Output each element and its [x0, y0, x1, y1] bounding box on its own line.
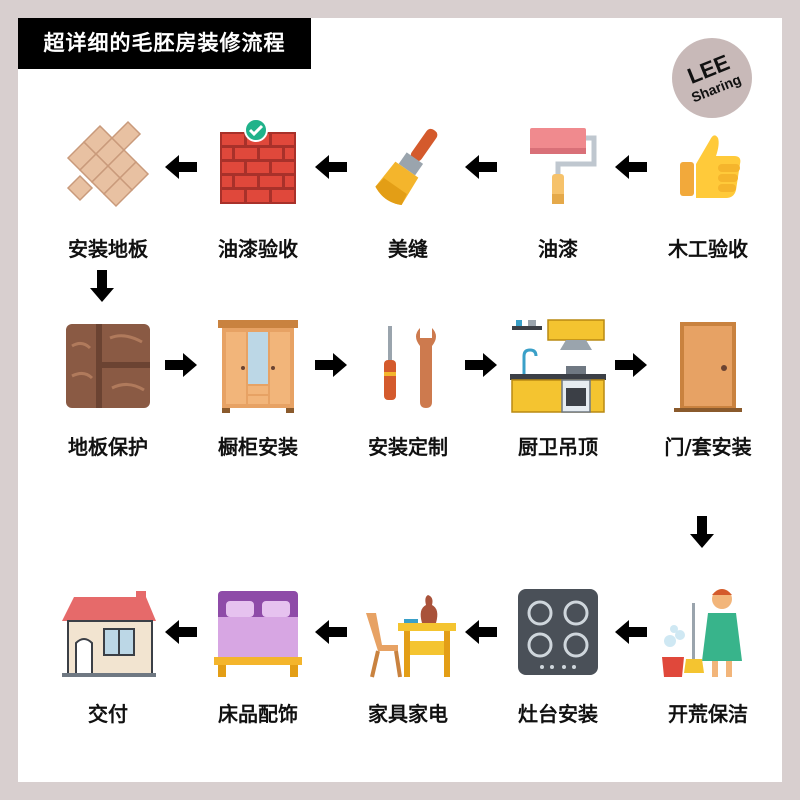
step-label: 木工验收	[668, 237, 748, 261]
arrow-down-icon	[90, 270, 114, 302]
step-label: 交付	[88, 702, 128, 726]
step-furniture-appliances: 家具家电	[338, 583, 478, 733]
step-label: 床品配饰	[218, 702, 298, 726]
step-cooktop-installation: 灶台安装	[488, 583, 628, 733]
step-floor-protection: 地板保护	[38, 316, 178, 466]
cooktop-icon	[518, 589, 598, 675]
kitchen-icon	[510, 319, 606, 413]
page-title: 超详细的毛胚房装修流程	[18, 18, 311, 69]
step-handover: 交付	[38, 583, 178, 733]
arrow-left-icon	[165, 620, 197, 644]
lee-sharing-logo: LEE Sharing	[672, 38, 752, 118]
thumbs-up-icon	[680, 135, 741, 198]
arrow-right-icon	[465, 353, 497, 377]
house-icon	[62, 591, 156, 677]
step-label: 油漆验收	[218, 237, 298, 261]
arrow-left-icon	[615, 155, 647, 179]
step-paint-inspection: 油漆验收	[188, 118, 328, 268]
step-cabinet-installation: 橱柜安装	[188, 316, 328, 466]
step-label: 厨卫吊顶	[518, 435, 598, 459]
bed-icon	[214, 591, 302, 677]
step-painting: 油漆	[488, 118, 628, 268]
arrow-left-icon	[315, 155, 347, 179]
step-custom-installation: 安装定制	[338, 316, 478, 466]
step-floor-installation: 安装地板	[38, 118, 178, 268]
arrow-left-icon	[465, 620, 497, 644]
step-label: 橱柜安装	[218, 435, 298, 459]
screwdriver-wrench-icon	[384, 326, 436, 408]
step-label: 家具家电	[368, 702, 448, 726]
parquet-floor-icon	[66, 120, 150, 208]
step-carpentry-inspection: 木工验收	[638, 118, 778, 268]
brick-wall-check-icon	[220, 118, 296, 204]
step-label: 灶台安装	[518, 702, 598, 726]
door-icon	[674, 322, 742, 412]
arrow-left-icon	[615, 620, 647, 644]
arrow-down-icon	[690, 516, 714, 548]
step-label: 开荒保洁	[668, 702, 748, 726]
step-kitchen-bath-ceiling: 厨卫吊顶	[488, 316, 628, 466]
step-grout: 美缝	[338, 118, 478, 268]
step-deep-cleaning: 开荒保洁	[638, 583, 778, 733]
step-label: 地板保护	[68, 435, 148, 459]
paint-brush-icon	[375, 128, 438, 206]
step-bedding-accessories: 床品配饰	[188, 583, 328, 733]
paint-roller-icon	[530, 128, 597, 204]
arrow-right-icon	[315, 353, 347, 377]
arrow-left-icon	[315, 620, 347, 644]
step-label: 油漆	[538, 237, 578, 261]
wardrobe-icon	[218, 320, 298, 413]
step-label: 美缝	[388, 237, 428, 261]
arrow-right-icon	[615, 353, 647, 377]
arrow-left-icon	[165, 155, 197, 179]
step-label: 门/套安装	[664, 435, 752, 459]
arrow-right-icon	[165, 353, 197, 377]
wood-floor-icon	[66, 324, 150, 408]
cleaner-icon	[662, 589, 742, 677]
step-label: 安装定制	[368, 435, 448, 459]
step-label: 安装地板	[68, 237, 148, 261]
table-chair-icon	[366, 595, 456, 678]
step-door-installation: 门/套安装	[638, 316, 778, 466]
arrow-left-icon	[465, 155, 497, 179]
